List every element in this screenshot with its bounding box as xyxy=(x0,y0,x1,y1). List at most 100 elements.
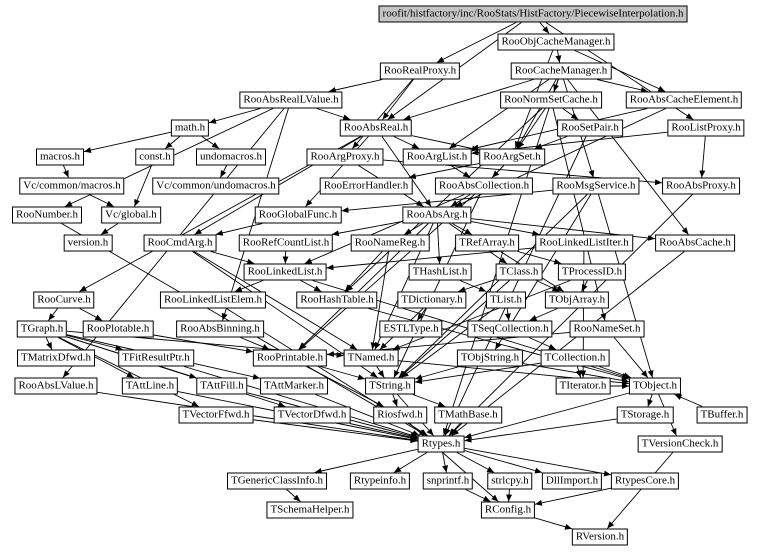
graph-node-tgenericclassinfo-h[interactable]: TGenericClassInfo.h xyxy=(227,472,327,490)
graph-node-rtypescore-h[interactable]: RtypesCore.h xyxy=(610,472,680,490)
graph-node-tclass-h[interactable]: TClass.h xyxy=(495,263,543,281)
graph-edge xyxy=(411,135,480,152)
graph-edge xyxy=(376,366,385,378)
graph-node-rooabsreal-h[interactable]: RooAbsReal.h xyxy=(339,119,413,137)
graph-node-undomacros-h[interactable]: undomacros.h xyxy=(195,148,267,166)
graph-node-vc-global-h[interactable]: Vc/global.h xyxy=(101,206,161,224)
graph-node-rooargset-h[interactable]: RooArgSet.h xyxy=(479,148,545,166)
graph-node-roolinkedlist-h[interactable]: RooLinkedList.h xyxy=(243,263,327,281)
graph-node-rooargproxy-h[interactable]: RooArgProxy.h xyxy=(306,148,384,166)
graph-node-tcollection-h[interactable]: TCollection.h xyxy=(540,349,610,367)
graph-node-rversion-h[interactable]: RVersion.h xyxy=(571,528,629,546)
graph-node-const-h[interactable]: const.h xyxy=(135,148,175,166)
graph-node-rooarglist-h[interactable]: RooArgList.h xyxy=(402,148,472,166)
graph-node-roorealproxy-h[interactable]: RooRealProxy.h xyxy=(379,62,461,80)
graph-node-tstorage-h[interactable]: TStorage.h xyxy=(616,406,674,424)
graph-node-roocachemanager-h[interactable]: RooCacheManager.h xyxy=(510,62,612,80)
graph-node-tstring-h[interactable]: TString.h xyxy=(365,377,415,395)
graph-node-riosfwd-h[interactable]: Riosfwd.h xyxy=(373,406,427,424)
graph-node-roonumber-h[interactable]: RooNumber.h xyxy=(11,206,83,224)
graph-node-tseqcollection-h[interactable]: TSeqCollection.h xyxy=(467,320,553,338)
graph-node-vc-common-macros-h[interactable]: Vc/common/macros.h xyxy=(19,177,125,195)
graph-node-tversioncheck-h[interactable]: TVersionCheck.h xyxy=(637,435,723,453)
graph-node-rooabsarg-h[interactable]: RooAbsArg.h xyxy=(402,206,472,224)
graph-edge xyxy=(215,223,263,236)
graph-node-roolinkedlistelem-h[interactable]: RooLinkedListElem.h xyxy=(159,291,267,309)
graph-node-tmatrixdfwd-h[interactable]: TMatrixDfwd.h xyxy=(17,349,95,367)
graph-node-estltype-h[interactable]: ESTLType.h xyxy=(379,320,443,338)
graph-node-tattline-h[interactable]: TAttLine.h xyxy=(121,377,179,395)
graph-edge xyxy=(442,452,449,473)
graph-edge xyxy=(562,108,579,120)
graph-node-macros-h[interactable]: macros.h xyxy=(35,148,85,166)
graph-node-tgraph-h[interactable]: TGraph.h xyxy=(16,320,68,338)
graph-node-tbuffer-h[interactable]: TBuffer.h xyxy=(696,406,748,424)
graph-node-roocurve-h[interactable]: RooCurve.h xyxy=(33,291,95,309)
graph-edge xyxy=(304,194,465,264)
graph-edge xyxy=(345,108,543,292)
graph-node-tnamed-h[interactable]: TNamed.h xyxy=(343,349,399,367)
graph-node-rooobjcachemanager-h[interactable]: RooObjCacheManager.h xyxy=(497,33,615,51)
graph-node-tattmarker-h[interactable]: TAttMarker.h xyxy=(260,377,328,395)
graph-edge xyxy=(210,251,255,265)
graph-edge xyxy=(57,337,135,378)
graph-edge xyxy=(393,452,428,473)
graph-node-rooabscache-h[interactable]: RooAbsCache.h xyxy=(655,234,735,252)
graph-node-tfitresultptr-h[interactable]: TFitResultPtr.h xyxy=(118,349,194,367)
graph-edge xyxy=(349,423,418,441)
graph-node-roorefcountlist-h[interactable]: RooRefCountList.h xyxy=(238,234,334,252)
graph-node-thashlist-h[interactable]: THashList.h xyxy=(408,263,472,281)
graph-node-roolinkedlistiter-h[interactable]: RooLinkedListIter.h xyxy=(535,234,633,252)
graph-node-rtypes-h[interactable]: Rtypes.h xyxy=(417,435,465,453)
graph-node-roohashtable-h[interactable]: RooHashTable.h xyxy=(296,291,378,309)
graph-node-rtypeinfo-h[interactable]: Rtypeinfo.h xyxy=(349,472,411,490)
graph-node-tprocessid-h[interactable]: TProcessID.h xyxy=(557,263,627,281)
graph-node-rooabsreallvalue-h[interactable]: RooAbsRealLValue.h xyxy=(239,91,343,109)
graph-node-tschemahelper-h[interactable]: TSchemaHelper.h xyxy=(266,501,354,519)
graph-edge xyxy=(458,279,496,293)
graph-node-rooabslvalue-h[interactable]: RooAbsLValue.h xyxy=(14,377,98,395)
graph-node-rooabscacheelement-h[interactable]: RooAbsCacheElement.h xyxy=(625,91,743,109)
graph-node-roonormsetcache-h[interactable]: RooNormSetCache.h xyxy=(500,91,602,109)
graph-node-strlcpy-h[interactable]: strlcpy.h xyxy=(487,472,533,490)
graph-node-rooprintable-h[interactable]: RooPrintable.h xyxy=(252,349,328,367)
graph-node-tattfill-h[interactable]: TAttFill.h xyxy=(196,377,248,395)
graph-node-tvectordfwd-h[interactable]: TVectorDfwd.h xyxy=(273,406,351,424)
graph-node-tmathbase-h[interactable]: TMathBase.h xyxy=(434,406,502,424)
graph-node-roonamereg-h[interactable]: RooNameReg.h xyxy=(350,234,430,252)
graph-node-roolistproxy-h[interactable]: RooListProxy.h xyxy=(667,119,745,137)
graph-edge xyxy=(134,165,152,207)
graph-node-rooglobalfunc-h[interactable]: RooGlobalFunc.h xyxy=(254,206,342,224)
graph-node-tobjarray-h[interactable]: TObjArray.h xyxy=(544,291,610,309)
graph-edge xyxy=(316,108,351,121)
graph-node-vc-common-undomacros-h[interactable]: Vc/common/undomacros.h xyxy=(152,177,280,195)
graph-edge xyxy=(414,366,460,380)
graph-node-rooabscollection-h[interactable]: RooAbsCollection.h xyxy=(434,177,534,195)
graph-node-snprintf-h[interactable]: snprintf.h xyxy=(422,472,474,490)
graph-node-tvectorffwd-h[interactable]: TVectorFfwd.h xyxy=(178,406,254,424)
graph-node-tobjstring-h[interactable]: TObjString.h xyxy=(456,349,524,367)
graph-node-tlist-h[interactable]: TList.h xyxy=(485,291,527,309)
graph-node-rooerrorhandler-h[interactable]: RooErrorHandler.h xyxy=(319,177,413,195)
graph-edge xyxy=(416,308,427,321)
graph-node-rconfig-h[interactable]: RConfig.h xyxy=(480,501,536,519)
graph-node-dllimport-h[interactable]: DllImport.h xyxy=(541,472,603,490)
graph-edge xyxy=(331,220,403,237)
graph-node-version-h[interactable]: version.h xyxy=(63,234,113,252)
graph-node-math-h[interactable]: math.h xyxy=(170,119,210,137)
graph-node-roosetpair-h[interactable]: RooSetPair.h xyxy=(557,119,623,137)
graph-node-titerator-h[interactable]: TIterator.h xyxy=(555,377,611,395)
graph-edge xyxy=(63,165,69,178)
graph-edge xyxy=(448,423,461,436)
graph-node-roonameset-h[interactable]: RooNameSet.h xyxy=(569,320,645,338)
graph-node-rooabsbinning-h[interactable]: RooAbsBinning.h xyxy=(176,320,264,338)
graph-node-tobject-h[interactable]: TObject.h xyxy=(628,377,682,395)
graph-node-rooabsproxy-h[interactable]: RooAbsProxy.h xyxy=(662,177,740,195)
graph-node-tdictionary-h[interactable]: TDictionary.h xyxy=(397,291,467,309)
graph-node-roomsgservice-h[interactable]: RooMsgService.h xyxy=(552,177,640,195)
graph-edge xyxy=(574,50,666,92)
graph-node-roocmdarg-h[interactable]: RooCmdArg.h xyxy=(143,234,217,252)
graph-node-rooplotable-h[interactable]: RooPlotable.h xyxy=(82,320,154,338)
graph-node-trefarray-h[interactable]: TRefArray.h xyxy=(455,234,519,252)
